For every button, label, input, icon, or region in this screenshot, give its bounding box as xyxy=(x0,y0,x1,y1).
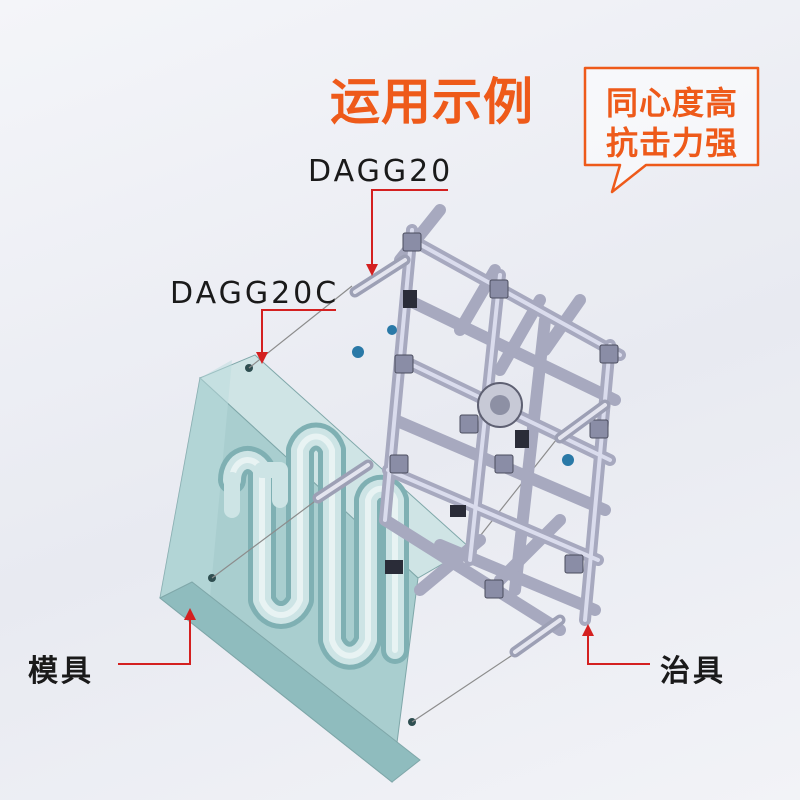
quick-coupler xyxy=(312,254,611,658)
speech-bubble xyxy=(583,66,760,194)
leader-lines xyxy=(118,189,650,665)
leader-arrowheads xyxy=(184,264,594,636)
label-mold: 模具 xyxy=(28,654,94,689)
fixture-frame xyxy=(352,204,626,636)
callout-line-2: 抗击力强 xyxy=(605,124,738,162)
arrow-down-icon xyxy=(256,352,268,364)
mold-block xyxy=(159,354,471,783)
arrow-up-icon xyxy=(582,624,594,636)
page-title: 运用示例 xyxy=(330,73,534,131)
label-dagg20c: DAGG20C xyxy=(170,276,340,311)
label-fixture: 治具 xyxy=(660,654,726,689)
label-dagg20: DAGG20 xyxy=(308,154,454,189)
arrow-up-icon xyxy=(184,608,196,620)
callout-line-1: 同心度高 xyxy=(605,84,738,122)
arrow-down-icon xyxy=(366,264,378,276)
